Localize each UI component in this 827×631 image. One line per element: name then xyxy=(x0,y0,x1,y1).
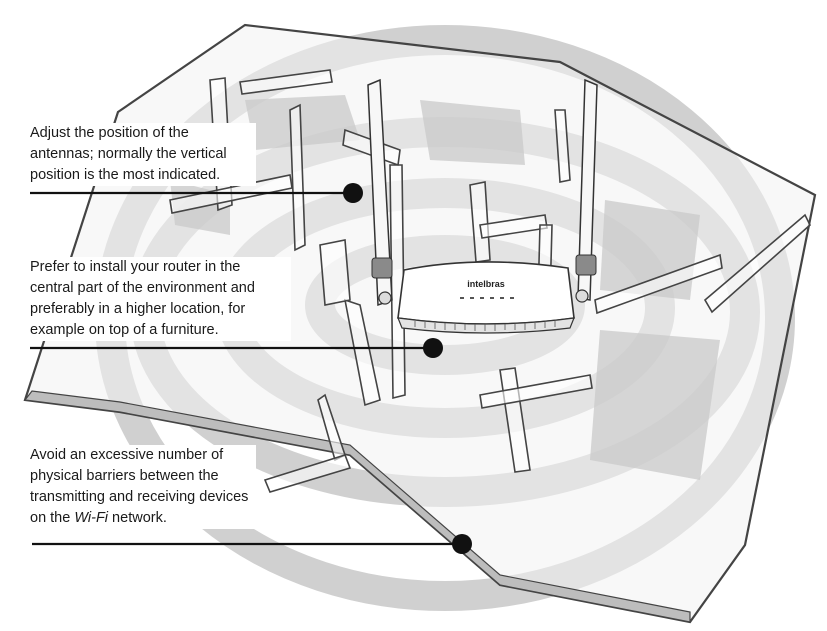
antenna-left xyxy=(367,78,393,307)
wall-segment xyxy=(319,239,351,306)
leader-lines xyxy=(30,191,462,546)
marker-dot-antennas xyxy=(343,183,363,203)
router-body xyxy=(397,261,575,325)
wall-segment xyxy=(479,374,593,409)
callout-barriers-wifi: Wi-Fi xyxy=(74,510,109,526)
room-shade xyxy=(590,330,720,480)
antenna-right-joint xyxy=(575,254,597,276)
status-led xyxy=(470,297,474,299)
front-wall xyxy=(23,390,691,623)
status-led xyxy=(500,297,504,299)
router-brand-logo: intelbras xyxy=(467,279,505,289)
wall-segment xyxy=(469,181,491,263)
callout-barriers-text: Avoid an excessive number of physical ba… xyxy=(30,447,249,526)
callout-barriers: Avoid an excessive number of physical ba… xyxy=(28,445,256,529)
router-vents xyxy=(414,321,556,331)
wall-segment xyxy=(554,109,571,183)
status-led xyxy=(510,297,514,299)
wall-segment xyxy=(594,253,723,315)
router: intelbras xyxy=(367,78,598,334)
wall-segment xyxy=(703,213,811,314)
router-status-leds xyxy=(460,297,514,299)
marker-dot-placement xyxy=(423,338,443,358)
antenna-left-joint xyxy=(371,257,393,279)
antenna-right-screw xyxy=(575,289,589,303)
wall-segment xyxy=(289,103,306,252)
antenna-right xyxy=(577,78,598,301)
antenna-left-screw xyxy=(378,291,392,305)
callout-antennas: Adjust the position of the antennas; nor… xyxy=(28,123,256,186)
callout-antennas-text: Adjust the position of the antennas; nor… xyxy=(30,125,227,183)
status-led xyxy=(480,297,484,299)
status-led xyxy=(490,297,494,299)
marker-dot-barriers xyxy=(452,534,472,554)
wall-segment xyxy=(239,69,333,95)
callout-placement: Prefer to install your router in the cen… xyxy=(28,257,291,341)
callout-placement-text: Prefer to install your router in the cen… xyxy=(30,259,255,338)
wall-segment xyxy=(263,454,352,493)
wall-segment xyxy=(389,164,406,400)
room-shade xyxy=(420,100,525,165)
room-shade xyxy=(245,95,360,150)
status-led xyxy=(460,297,464,299)
router-base xyxy=(397,317,575,334)
callout-barriers-text-end: network. xyxy=(108,510,167,526)
wall-segment xyxy=(343,298,381,407)
